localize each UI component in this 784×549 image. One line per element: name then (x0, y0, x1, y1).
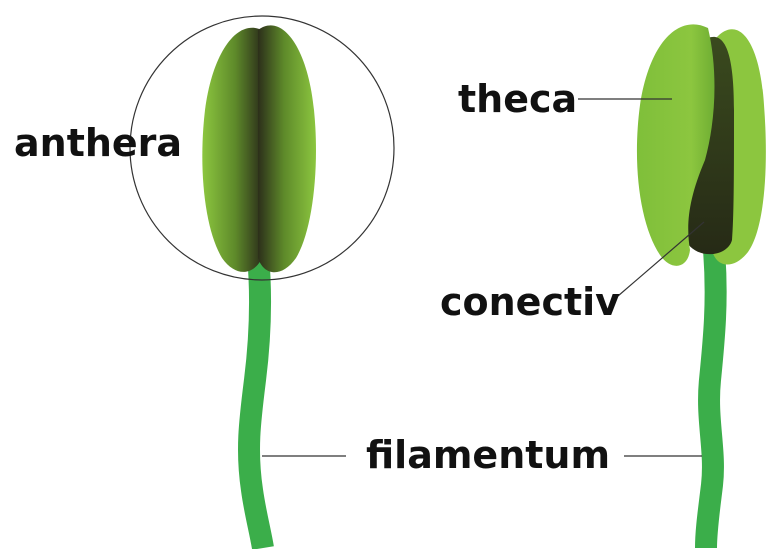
label-conectiv: conectiv (440, 283, 620, 321)
left-theca-left (202, 28, 262, 272)
label-theca: theca (458, 80, 577, 118)
left-theca-right (258, 25, 316, 272)
right-filament (706, 250, 716, 548)
left-filament (249, 255, 263, 548)
label-filamentum: filamentum (366, 436, 610, 474)
left-stamen (130, 16, 394, 548)
label-anthera: anthera (14, 124, 182, 162)
right-stamen (637, 24, 766, 548)
